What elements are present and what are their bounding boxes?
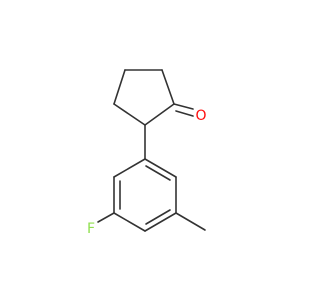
bond-aryl-inner-3 — [145, 165, 171, 181]
bond-aryl-inner-2 — [145, 209, 171, 225]
bonds — [97, 69, 206, 232]
bond-aryl-6-1 — [144, 158, 177, 178]
molecule-structure: O F — [87, 69, 207, 237]
bond-carbonyl-1 — [173, 103, 194, 110]
fluorine-atom-label: F — [87, 221, 95, 237]
bond-aryl-fluorine — [97, 212, 115, 223]
bond-ring-c2-c1 — [144, 103, 175, 126]
bond-ring-c4-c3 — [113, 69, 126, 105]
bond-aryl-methyl — [175, 212, 206, 231]
bond-aryl-1-2 — [113, 158, 146, 178]
bond-carbonyl-2 — [175, 110, 194, 117]
bond-aryl-3-4 — [113, 212, 146, 232]
oxygen-atom-label: O — [195, 108, 206, 124]
bond-ring-c1-c5 — [161, 69, 175, 105]
bond-ring-c3-c2 — [113, 103, 146, 126]
bond-aryl-4-5 — [144, 212, 177, 232]
